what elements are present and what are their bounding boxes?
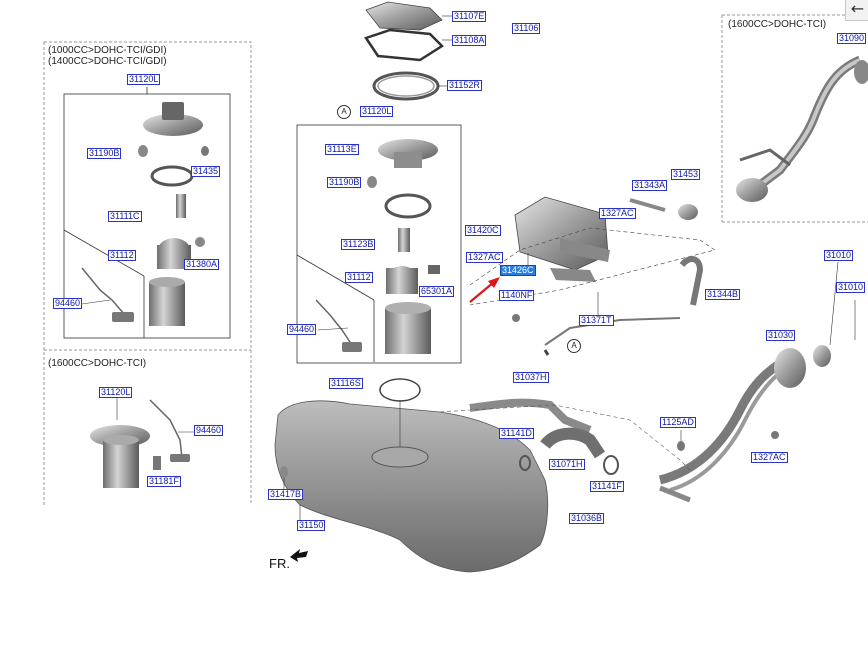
part-label-31181F[interactable]: 31181F bbox=[147, 476, 181, 487]
part-label-31420C[interactable]: 31420C bbox=[465, 225, 501, 236]
pointer-arrow bbox=[469, 277, 500, 303]
reference-marker-a-top: A bbox=[337, 105, 351, 119]
part-label-31435[interactable]: 31435 bbox=[191, 166, 221, 177]
part-label-31071H[interactable]: 31071H bbox=[549, 459, 585, 470]
part-label-31141D[interactable]: 31141D bbox=[499, 428, 534, 439]
part-label-31426C-highlighted[interactable]: 31426C bbox=[500, 265, 536, 276]
part-label-31120L-left[interactable]: 31120L bbox=[127, 74, 161, 85]
part-label-31150[interactable]: 31150 bbox=[297, 520, 326, 531]
part-label-31417B[interactable]: 31417B bbox=[268, 489, 304, 500]
part-label-31010-lower[interactable]: 31010 bbox=[836, 282, 866, 293]
part-label-31106[interactable]: 31106 bbox=[512, 23, 541, 34]
engine-variant-line-right: (1600CC>DOHC-TCI) bbox=[728, 19, 827, 30]
part-label-31120L-center[interactable]: 31120L bbox=[360, 106, 394, 117]
part-label-31190B-left[interactable]: 31190B bbox=[87, 148, 122, 159]
part-label-94460-bottom[interactable]: 94460 bbox=[194, 425, 224, 436]
part-label-31113E[interactable]: 31113E bbox=[325, 144, 359, 155]
part-label-31190B-center[interactable]: 31190B bbox=[327, 177, 362, 188]
left-bottom-assembly bbox=[90, 397, 195, 488]
part-label-65301A[interactable]: 65301A bbox=[419, 286, 455, 297]
fuel-tank bbox=[274, 378, 549, 573]
center-pump-module bbox=[296, 124, 462, 364]
part-label-31343A[interactable]: 31343A bbox=[632, 180, 668, 191]
part-label-31111C[interactable]: 31111C bbox=[108, 211, 142, 222]
center-top-parts bbox=[364, 1, 452, 101]
front-direction-icon bbox=[290, 549, 308, 562]
part-label-94460-center[interactable]: 94460 bbox=[287, 324, 317, 335]
engine-variant-line-2: (1400CC>DOHC-TCI/GDI) bbox=[48, 56, 167, 67]
part-label-31116S[interactable]: 31116S bbox=[329, 378, 363, 389]
part-label-1140NF[interactable]: 1140NF bbox=[499, 290, 535, 301]
reference-marker-a-canister: A bbox=[567, 339, 581, 353]
part-label-31107E[interactable]: 31107E bbox=[452, 11, 487, 22]
front-direction-label: FR. bbox=[269, 556, 290, 571]
part-label-31453[interactable]: 31453 bbox=[671, 169, 701, 180]
part-label-31141F[interactable]: 31141F bbox=[590, 481, 624, 492]
engine-variant-line-bottom: (1600CC>DOHC-TCI) bbox=[48, 358, 147, 369]
part-label-31152R[interactable]: 31152R bbox=[447, 80, 482, 91]
part-label-1327AC-upper[interactable]: 1327AC bbox=[599, 208, 636, 219]
part-label-31120L-bottom[interactable]: 31120L bbox=[99, 387, 133, 398]
part-label-31112-left[interactable]: 31112 bbox=[108, 250, 136, 261]
filler-area bbox=[439, 261, 856, 503]
part-label-31030[interactable]: 31030 bbox=[766, 330, 796, 341]
part-label-31037H[interactable]: 31037H bbox=[513, 372, 549, 383]
part-label-31380A[interactable]: 31380A bbox=[184, 259, 220, 270]
part-label-1327AC-left[interactable]: 1327AC bbox=[466, 252, 503, 263]
back-button[interactable]: ← bbox=[845, 0, 868, 21]
part-label-1125AD[interactable]: 1125AD bbox=[660, 417, 696, 428]
right-variant-panel bbox=[721, 14, 868, 223]
part-label-1327AC-filler[interactable]: 1327AC bbox=[751, 452, 788, 463]
part-label-31123B[interactable]: 31123B bbox=[341, 239, 376, 250]
part-label-94460-left[interactable]: 94460 bbox=[53, 298, 83, 309]
part-label-31344B[interactable]: 31344B bbox=[705, 289, 741, 300]
part-label-31090[interactable]: 31090 bbox=[837, 33, 867, 44]
engine-variant-line-1: (1000CC>DOHC-TCI/GDI) bbox=[48, 45, 167, 56]
part-label-31371T[interactable]: 31371T bbox=[579, 315, 614, 326]
part-label-31112-center[interactable]: 31112 bbox=[345, 272, 373, 283]
part-label-31036B[interactable]: 31036B bbox=[569, 513, 605, 524]
part-label-31108A[interactable]: 31108A bbox=[452, 35, 487, 46]
canister-area bbox=[469, 196, 716, 356]
part-label-31010-upper[interactable]: 31010 bbox=[824, 250, 854, 261]
